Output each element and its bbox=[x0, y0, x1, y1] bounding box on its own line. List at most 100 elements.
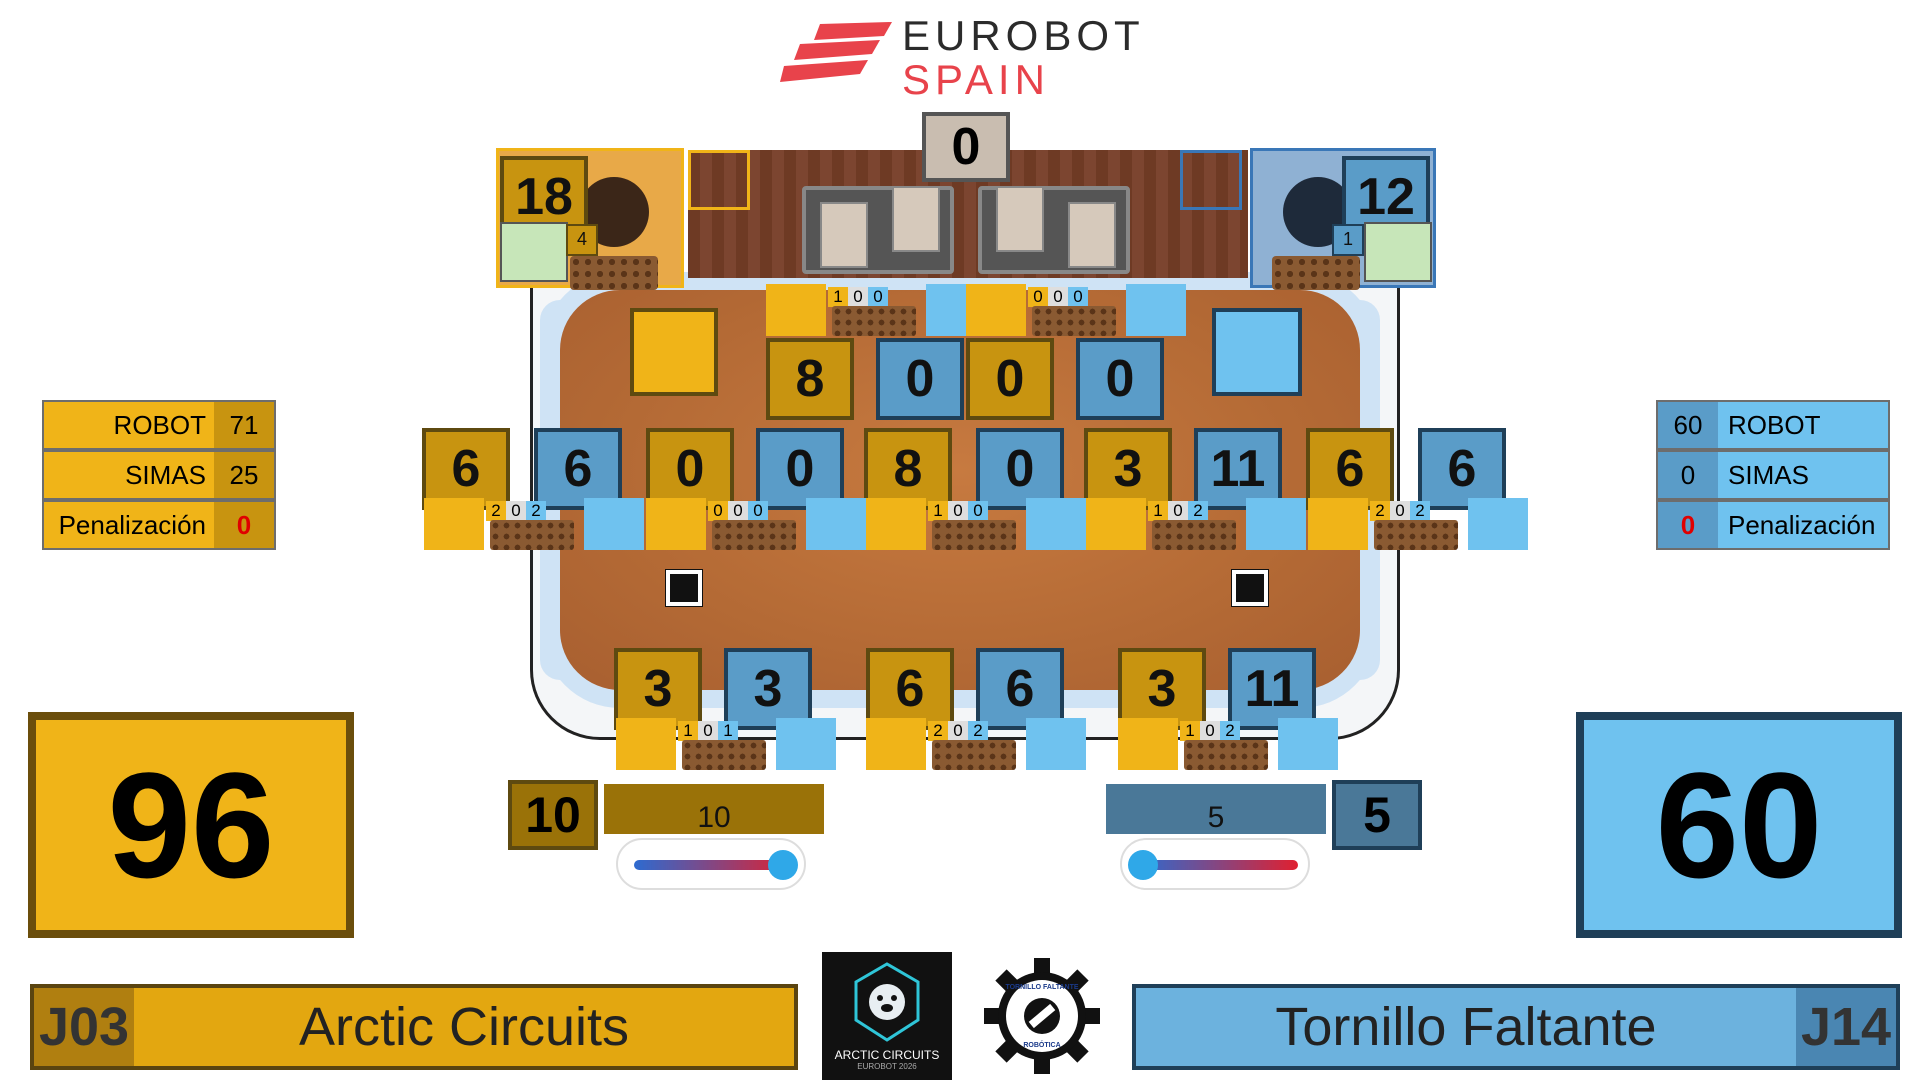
yellow-thermo-estimate: 10 bbox=[604, 784, 824, 834]
pantry-mid-5: 2 0 2 bbox=[1308, 498, 1528, 550]
top-score-2: 0 bbox=[876, 338, 964, 420]
thermometer-icon bbox=[768, 850, 798, 880]
aruco-marker-icon bbox=[666, 570, 702, 606]
pantry-count-neutral: 0 bbox=[948, 501, 968, 521]
stat-value: 25 bbox=[214, 452, 274, 498]
mid-score-2: 6 bbox=[534, 428, 622, 510]
pantry-count-neutral: 0 bbox=[1200, 721, 1220, 741]
logo-line2: SPAIN bbox=[902, 56, 1050, 103]
pantry-count-yellow: 1 bbox=[928, 501, 948, 521]
stat-value: 0 bbox=[1658, 452, 1718, 498]
gear-icon bbox=[984, 958, 1100, 1074]
blue-stat-simas: 0 SIMAS bbox=[1656, 450, 1890, 500]
pantry-count-blue: 1 bbox=[718, 721, 738, 741]
yellow-nest-count: 4 bbox=[566, 224, 598, 256]
bottom-score-3: 6 bbox=[866, 648, 954, 730]
blue-team-code: J14 bbox=[1796, 988, 1896, 1066]
blue-empty-zone bbox=[1212, 308, 1302, 396]
pantry-count-blue: 0 bbox=[1068, 287, 1088, 307]
pantry-count-neutral: 0 bbox=[1048, 287, 1068, 307]
pantry-count-blue: 2 bbox=[968, 721, 988, 741]
eurobot-logo: EUROBOT SPAIN bbox=[902, 14, 1145, 102]
yellow-team-code: J03 bbox=[34, 988, 134, 1066]
pantry-mid-1: 2 0 2 bbox=[424, 498, 644, 550]
bottom-score-5: 3 bbox=[1118, 648, 1206, 730]
squirrel-nest-icon bbox=[1364, 222, 1432, 282]
pantry-bottom-2: 2 0 2 bbox=[866, 718, 1086, 770]
crate-icon bbox=[682, 740, 766, 770]
pantry-count-neutral: 0 bbox=[1168, 501, 1188, 521]
crate-icon bbox=[1032, 306, 1116, 336]
crate-icon bbox=[570, 256, 658, 290]
yellow-start-zone bbox=[688, 150, 750, 210]
eurobot-logo-mark-icon bbox=[780, 22, 892, 82]
pantry-count-blue: 2 bbox=[1220, 721, 1240, 741]
crate-icon bbox=[1374, 520, 1458, 550]
pantry-count-blue: 0 bbox=[868, 287, 888, 307]
pantry-count-blue: 2 bbox=[1188, 501, 1208, 521]
crate-icon bbox=[490, 520, 574, 550]
crate-icon bbox=[832, 306, 916, 336]
storage-station-left bbox=[802, 186, 954, 274]
pantry-count-blue: 2 bbox=[1410, 501, 1430, 521]
yellow-team-name: Arctic Circuits bbox=[298, 997, 629, 1057]
stat-label: ROBOT bbox=[44, 402, 214, 448]
crate-icon bbox=[932, 740, 1016, 770]
arctic-circuits-logo: ARCTIC CIRCUITS EUROBOT 2026 bbox=[822, 952, 952, 1080]
pantry-count-yellow: 1 bbox=[1148, 501, 1168, 521]
crate-icon bbox=[712, 520, 796, 550]
top-score-1: 8 bbox=[766, 338, 854, 420]
top-score-4: 0 bbox=[1076, 338, 1164, 420]
mid-score-3: 0 bbox=[646, 428, 734, 510]
blue-stat-penalty: 0 Penalización bbox=[1656, 500, 1890, 550]
mid-score-5: 8 bbox=[864, 428, 952, 510]
yellow-team-bar: J03 Arctic Circuits bbox=[30, 984, 798, 1070]
stat-value: 60 bbox=[1658, 402, 1718, 448]
pantry-top-2: 0 0 0 bbox=[966, 284, 1186, 336]
yellow-stat-simas: SIMAS 25 bbox=[42, 450, 276, 500]
pantry-bottom-1: 1 0 1 bbox=[616, 718, 836, 770]
bottom-score-1: 3 bbox=[614, 648, 702, 730]
crate-icon bbox=[1152, 520, 1236, 550]
bottom-score-6: 11 bbox=[1228, 648, 1316, 730]
pantry-count-yellow: 1 bbox=[1180, 721, 1200, 741]
thermometer-icon bbox=[1128, 850, 1158, 880]
crate-icon bbox=[932, 520, 1016, 550]
stat-value: 0 bbox=[214, 502, 274, 548]
squirrel-icon bbox=[630, 308, 718, 396]
pantry-bottom-3: 1 0 2 bbox=[1118, 718, 1338, 770]
mid-score-8: 11 bbox=[1194, 428, 1282, 510]
pantry-mid-2: 0 0 0 bbox=[646, 498, 866, 550]
mid-score-10: 6 bbox=[1418, 428, 1506, 510]
pantry-count-neutral: 0 bbox=[698, 721, 718, 741]
arctic-logo-line1: ARCTIC CIRCUITS bbox=[834, 1048, 940, 1062]
stat-label: Penalización bbox=[44, 502, 214, 548]
blue-thermometer bbox=[1120, 838, 1310, 890]
yellow-thermometer bbox=[616, 838, 806, 890]
pantry-count-neutral: 0 bbox=[506, 501, 526, 521]
crate-icon bbox=[1272, 256, 1360, 290]
aruco-marker-icon bbox=[1232, 570, 1268, 606]
squirrel-icon bbox=[618, 720, 672, 768]
pantry-count-yellow: 0 bbox=[708, 501, 728, 521]
storage-station-right bbox=[978, 186, 1130, 274]
pantry-count-yellow: 2 bbox=[928, 721, 948, 741]
crate-icon bbox=[1184, 740, 1268, 770]
tornillo-faltante-logo: TORNILLO FALTANTE ROBÓTICA bbox=[982, 956, 1102, 1076]
yellow-total-score: 96 bbox=[28, 712, 354, 938]
pantry-mid-3: 1 0 0 bbox=[866, 498, 1086, 550]
pantry-count-yellow: 0 bbox=[1028, 287, 1048, 307]
yellow-thermo-score: 10 bbox=[508, 780, 598, 850]
yellow-stat-robot: ROBOT 71 bbox=[42, 400, 276, 450]
pantry-count-yellow: 1 bbox=[678, 721, 698, 741]
bottom-score-4: 6 bbox=[976, 648, 1064, 730]
pantry-count-neutral: 0 bbox=[948, 721, 968, 741]
arctic-logo-line2: EUROBOT 2026 bbox=[857, 1062, 917, 1071]
stat-value: 0 bbox=[1658, 502, 1718, 548]
mid-score-6: 0 bbox=[976, 428, 1064, 510]
blue-total-score: 60 bbox=[1576, 712, 1902, 938]
blue-thermo-estimate: 5 bbox=[1106, 784, 1326, 834]
mid-score-4: 0 bbox=[756, 428, 844, 510]
squirrel-icon bbox=[426, 500, 480, 548]
stat-value: 71 bbox=[214, 402, 274, 448]
